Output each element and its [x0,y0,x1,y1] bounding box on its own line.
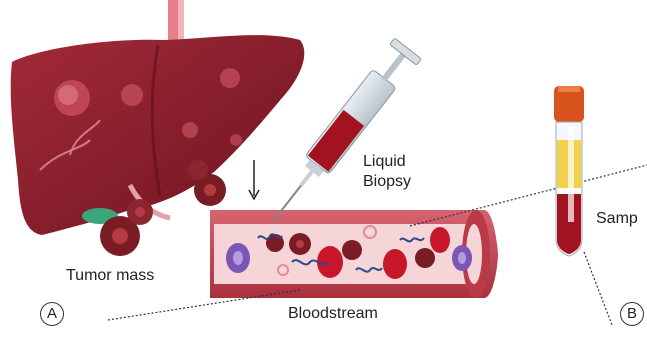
bloodstream-vessel [210,210,498,298]
sample-label: Samp [596,210,638,228]
liquid-biopsy-label-line2: Biopsy [363,173,411,191]
liquid-biopsy-label-line1: Liquid [363,153,406,171]
bloodstream-label: Bloodstream [288,305,378,323]
panel-b-marker: B [620,302,644,326]
liver-illustration [11,35,305,235]
blood-collection-tube [554,86,584,256]
panel-a-marker: A [40,302,64,326]
tumor-mass-label: Tumor mass [66,267,154,285]
down-arrow-icon [249,160,259,199]
